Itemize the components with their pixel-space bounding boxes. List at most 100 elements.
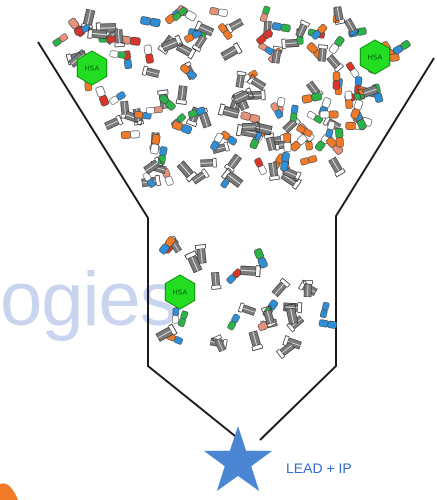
antibody-icon: [175, 42, 197, 60]
antibody-icon: [328, 36, 345, 54]
hsa-hexagon-icon: HSA: [76, 50, 108, 86]
antibody-icon: [194, 243, 207, 264]
antibody-icon: [247, 89, 266, 101]
antibody-icon: [211, 271, 222, 290]
hsa-label: HSA: [173, 289, 188, 297]
antibody-icon: [350, 99, 364, 120]
antibody-icon: [52, 33, 69, 47]
antibody-icon: [240, 111, 261, 124]
antibody-icon: [246, 73, 267, 91]
antibody-icon: [212, 334, 227, 353]
antibody-icon: [290, 134, 308, 152]
antibody-icon: [283, 132, 292, 152]
antibody-icon: [332, 71, 341, 90]
antibody-icon: [187, 106, 206, 119]
antibody-icon: [175, 85, 188, 105]
antibody-icon: [150, 133, 161, 155]
antibody-icon: [317, 44, 329, 62]
antibody-icon: [253, 248, 268, 269]
antibody-icon: [256, 29, 273, 45]
antibody-icon: [217, 23, 233, 40]
antibody-icon: [248, 330, 264, 352]
antibody-icon: [275, 341, 295, 360]
hsa-layer: HSA HSA HSA: [76, 39, 391, 310]
antibody-icon: [319, 110, 339, 119]
hsa-hexagon-icon: HSA: [164, 274, 196, 310]
antibody-icon: [296, 124, 313, 137]
antibody-icon: [263, 132, 277, 152]
hsa-label: HSA: [368, 54, 383, 62]
antibody-icon: [225, 18, 244, 34]
antibody-icon: [227, 313, 240, 331]
antibody-icon: [209, 7, 228, 17]
antibody-icon: [345, 61, 360, 78]
antibody-icon: [295, 19, 311, 39]
antibody-icon: [220, 167, 244, 188]
corner-swoosh-icon: [0, 483, 18, 500]
antibody-icon: [325, 121, 336, 138]
antibody-icon: [235, 70, 247, 89]
antibody-icon: [300, 155, 318, 166]
antibody-icon: [392, 40, 411, 55]
antibody-icon: [141, 65, 160, 78]
antibody-icon: [241, 121, 260, 132]
antibody-icon: [180, 63, 197, 80]
funnel-left-wall: [37, 41, 241, 441]
lead-ip-label: LEAD + IP: [286, 460, 352, 476]
antibody-icon: [268, 162, 280, 181]
antibody-icon: [261, 305, 275, 325]
antibody-icon: [184, 250, 203, 274]
antibody-icon: [172, 7, 188, 21]
antibody-icon: [171, 120, 193, 135]
antibody-icon: [87, 27, 108, 40]
antibody-icon: [120, 130, 141, 140]
antibody-icon: [333, 6, 346, 25]
hsa-label: HSA: [85, 65, 100, 73]
antibody-icon: [260, 5, 271, 23]
antibody-icon: [114, 29, 125, 48]
antibody-icon: [200, 157, 217, 168]
antibody-icon: [177, 310, 189, 327]
antibody-icon: [95, 85, 110, 107]
antibody-icon: [140, 16, 161, 28]
antibody-icon: [171, 307, 180, 324]
antibody-icon: [237, 302, 257, 316]
antibody-icon: [328, 156, 346, 178]
antibody-icon: [223, 153, 242, 174]
funnel-outline: [37, 41, 435, 441]
antibody-icon: [220, 42, 243, 61]
antibody-icon: [143, 156, 164, 175]
antibody-icon: [210, 132, 224, 151]
antibody-icon: [184, 29, 202, 43]
antibody-icon: [158, 93, 176, 111]
antibody-icon: [271, 277, 291, 298]
antibody-icon: [326, 54, 345, 73]
antibody-icon: [281, 38, 300, 49]
antibody-icon: [161, 34, 184, 52]
antibody-icon: [289, 104, 299, 122]
antibody-icon: [335, 128, 344, 148]
antibody-icon: [280, 152, 290, 172]
molecules-layer: [52, 5, 411, 360]
antibody-icon: [159, 236, 176, 255]
antibody-icon: [232, 87, 255, 105]
antibody-icon: [217, 103, 240, 119]
antibody-icon: [142, 172, 156, 188]
antibody-icon: [157, 146, 168, 165]
hsa-hexagon-icon: HSA: [359, 39, 391, 75]
antibody-icon: [319, 301, 330, 319]
antibody-icon: [109, 91, 126, 105]
antibody-icon: [191, 34, 208, 53]
antibody-icon: [193, 20, 215, 37]
antibody-icon: [104, 114, 124, 131]
antibody-icon: [271, 22, 291, 33]
antibody-icon: [176, 160, 198, 183]
antibody-icon: [311, 23, 328, 40]
antibody-icon: [109, 50, 127, 59]
antibody-icon: [143, 44, 154, 64]
antibody-icon: [301, 92, 323, 104]
antibody-icon: [318, 319, 338, 329]
antibody-icon: [146, 106, 163, 115]
